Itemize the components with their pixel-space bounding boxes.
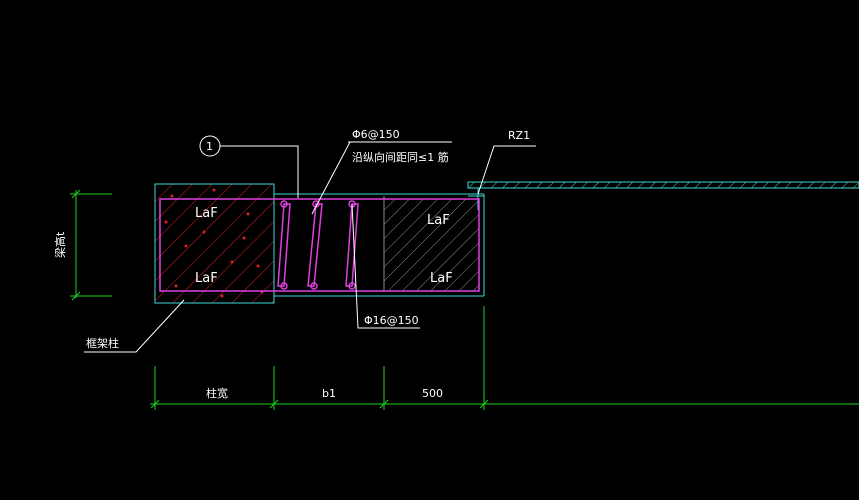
bottom-dimension-line (150, 306, 859, 410)
callout-1: 1 (199, 135, 299, 198)
height-dimension-label: 梁高t (53, 231, 67, 258)
slab-rz1 (467, 181, 859, 210)
stirrups (277, 200, 359, 290)
anchorage-zone (384, 199, 479, 291)
dim-500: 500 (422, 387, 443, 400)
laf-label-bottom-left: LaF (195, 271, 218, 286)
stirrup-note-text: 沿纵向间距同≤1 筋 (352, 150, 449, 164)
laf-label-bottom-right: LaF (430, 271, 453, 286)
column-label-leader: 框架柱 (84, 299, 185, 353)
callout-number: 1 (206, 140, 213, 153)
beam-outline (274, 193, 485, 297)
stirrup-spec-text: Φ6@150 (352, 128, 400, 141)
laf-label-top-right: LaF (427, 213, 450, 228)
laf-label-top-left: LaF (195, 206, 218, 221)
rz1-leader: RZ1 (477, 129, 536, 195)
frame-column (154, 183, 275, 304)
stirrup-spec-leader: Φ6@150 沿纵向间距同≤1 筋 (311, 128, 452, 215)
dim-column-width: 柱宽 (206, 386, 228, 400)
rz1-text: RZ1 (508, 129, 530, 142)
column-label-text: 框架柱 (86, 336, 119, 350)
longitudinal-bar-text: Φ16@150 (364, 314, 419, 327)
height-dimension (70, 189, 112, 301)
dim-b1: b1 (322, 387, 336, 400)
longitudinal-bar-leader: Φ16@150 (351, 203, 420, 329)
